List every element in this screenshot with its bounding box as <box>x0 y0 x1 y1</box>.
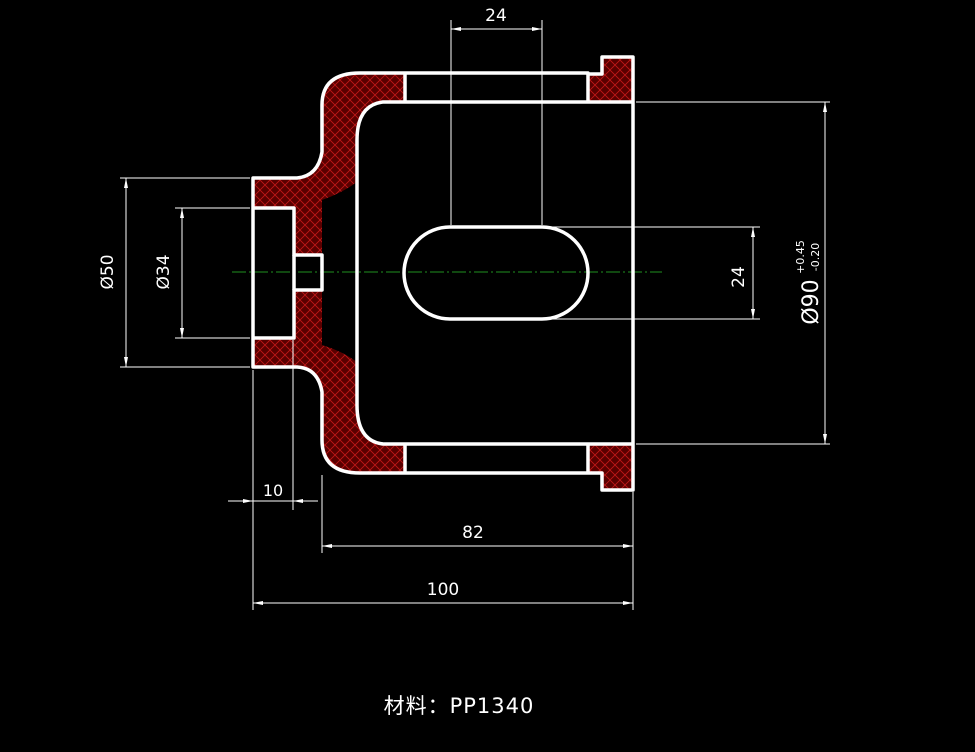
dim-outer-diameter: Ø90 +0.45 -0.20 <box>636 101 830 445</box>
dim-bore-diameter: Ø34 <box>154 207 250 339</box>
oblong-slot <box>402 225 590 321</box>
hub-diameter-label: Ø50 <box>98 254 118 289</box>
dim-slot-height: 24 <box>548 226 760 320</box>
hatch-upper-body <box>322 73 405 200</box>
total-length-label: 100 <box>427 580 459 600</box>
outer-tolerance-upper: +0.45 <box>794 240 807 274</box>
dim-slot-width: 24 <box>450 6 543 225</box>
material-label: 材料：PP1340 <box>383 694 535 718</box>
hatch-lower-body <box>322 345 405 473</box>
hub-length-label: 10 <box>263 481 283 500</box>
dim-total-length: 100 <box>252 510 634 610</box>
dim-body-length: 82 <box>321 475 634 553</box>
dim-hub-length: 10 <box>228 340 318 510</box>
bore-diameter-label: Ø34 <box>154 254 174 289</box>
body-length-label: 82 <box>462 523 484 543</box>
slot-width-label: 24 <box>485 6 507 26</box>
slot-height-label: 24 <box>729 266 749 288</box>
part-outline <box>251 55 635 492</box>
hatch-upper-flange <box>588 57 633 102</box>
hatch-lower-flange <box>588 444 633 490</box>
dim-hub-diameter: Ø50 <box>98 177 250 368</box>
outer-diameter-label: Ø90 <box>799 279 824 324</box>
outer-tolerance-lower: -0.20 <box>809 243 822 271</box>
